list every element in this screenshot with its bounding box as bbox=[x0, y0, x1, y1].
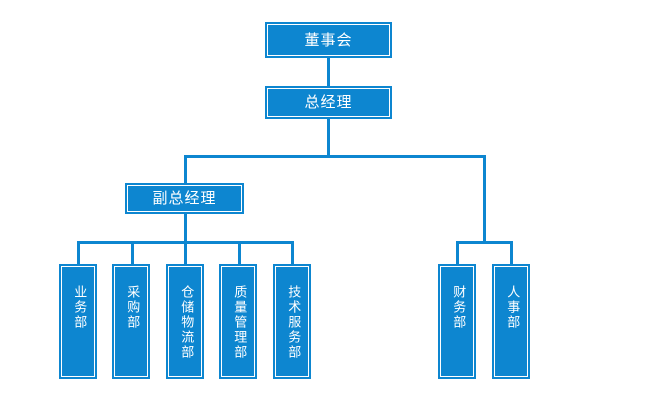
connector-drop-dept-2 bbox=[131, 241, 134, 265]
connector-deputy-to-left-bar bbox=[184, 213, 187, 243]
connector-gm-to-bus bbox=[327, 118, 330, 156]
node-deputy-general-manager-label: 副总经理 bbox=[152, 189, 217, 207]
node-department-warehousing-logistics[interactable]: 仓储物流部 bbox=[166, 264, 204, 379]
connector-bus-to-right-group bbox=[483, 155, 486, 243]
node-department-human-resources[interactable]: 人事部 bbox=[492, 264, 530, 379]
connector-drop-dept-4 bbox=[238, 241, 241, 265]
node-department-warehousing-logistics-label: 仓储物流部 bbox=[178, 285, 194, 360]
connector-main-bus bbox=[184, 155, 486, 158]
connector-drop-dept-6 bbox=[456, 241, 459, 265]
node-department-technical-service[interactable]: 技术服务部 bbox=[273, 264, 311, 379]
node-department-technical-service-label: 技术服务部 bbox=[285, 285, 301, 360]
node-department-business[interactable]: 业务部 bbox=[59, 264, 97, 379]
connector-drop-dept-7 bbox=[510, 241, 513, 265]
node-general-manager-label: 总经理 bbox=[304, 93, 353, 111]
connector-board-to-gm bbox=[327, 58, 330, 86]
node-general-manager[interactable]: 总经理 bbox=[265, 86, 392, 119]
node-department-procurement-label: 采购部 bbox=[124, 285, 140, 330]
node-department-finance-label: 财务部 bbox=[450, 285, 466, 330]
node-department-procurement[interactable]: 采购部 bbox=[112, 264, 150, 379]
node-department-business-label: 业务部 bbox=[71, 285, 87, 330]
node-department-finance[interactable]: 财务部 bbox=[438, 264, 476, 379]
node-department-human-resources-label: 人事部 bbox=[504, 285, 520, 330]
node-department-quality-management[interactable]: 质量管理部 bbox=[219, 264, 257, 379]
connector-bus-to-deputy bbox=[184, 155, 187, 184]
node-board[interactable]: 董事会 bbox=[265, 22, 392, 58]
connector-drop-dept-3 bbox=[184, 241, 187, 265]
connector-right-distribution-bar bbox=[456, 241, 513, 244]
connector-drop-dept-1 bbox=[77, 241, 80, 265]
node-department-quality-management-label: 质量管理部 bbox=[231, 285, 247, 360]
connector-drop-dept-5 bbox=[291, 241, 294, 265]
node-board-label: 董事会 bbox=[304, 30, 353, 49]
node-deputy-general-manager[interactable]: 副总经理 bbox=[125, 183, 244, 214]
